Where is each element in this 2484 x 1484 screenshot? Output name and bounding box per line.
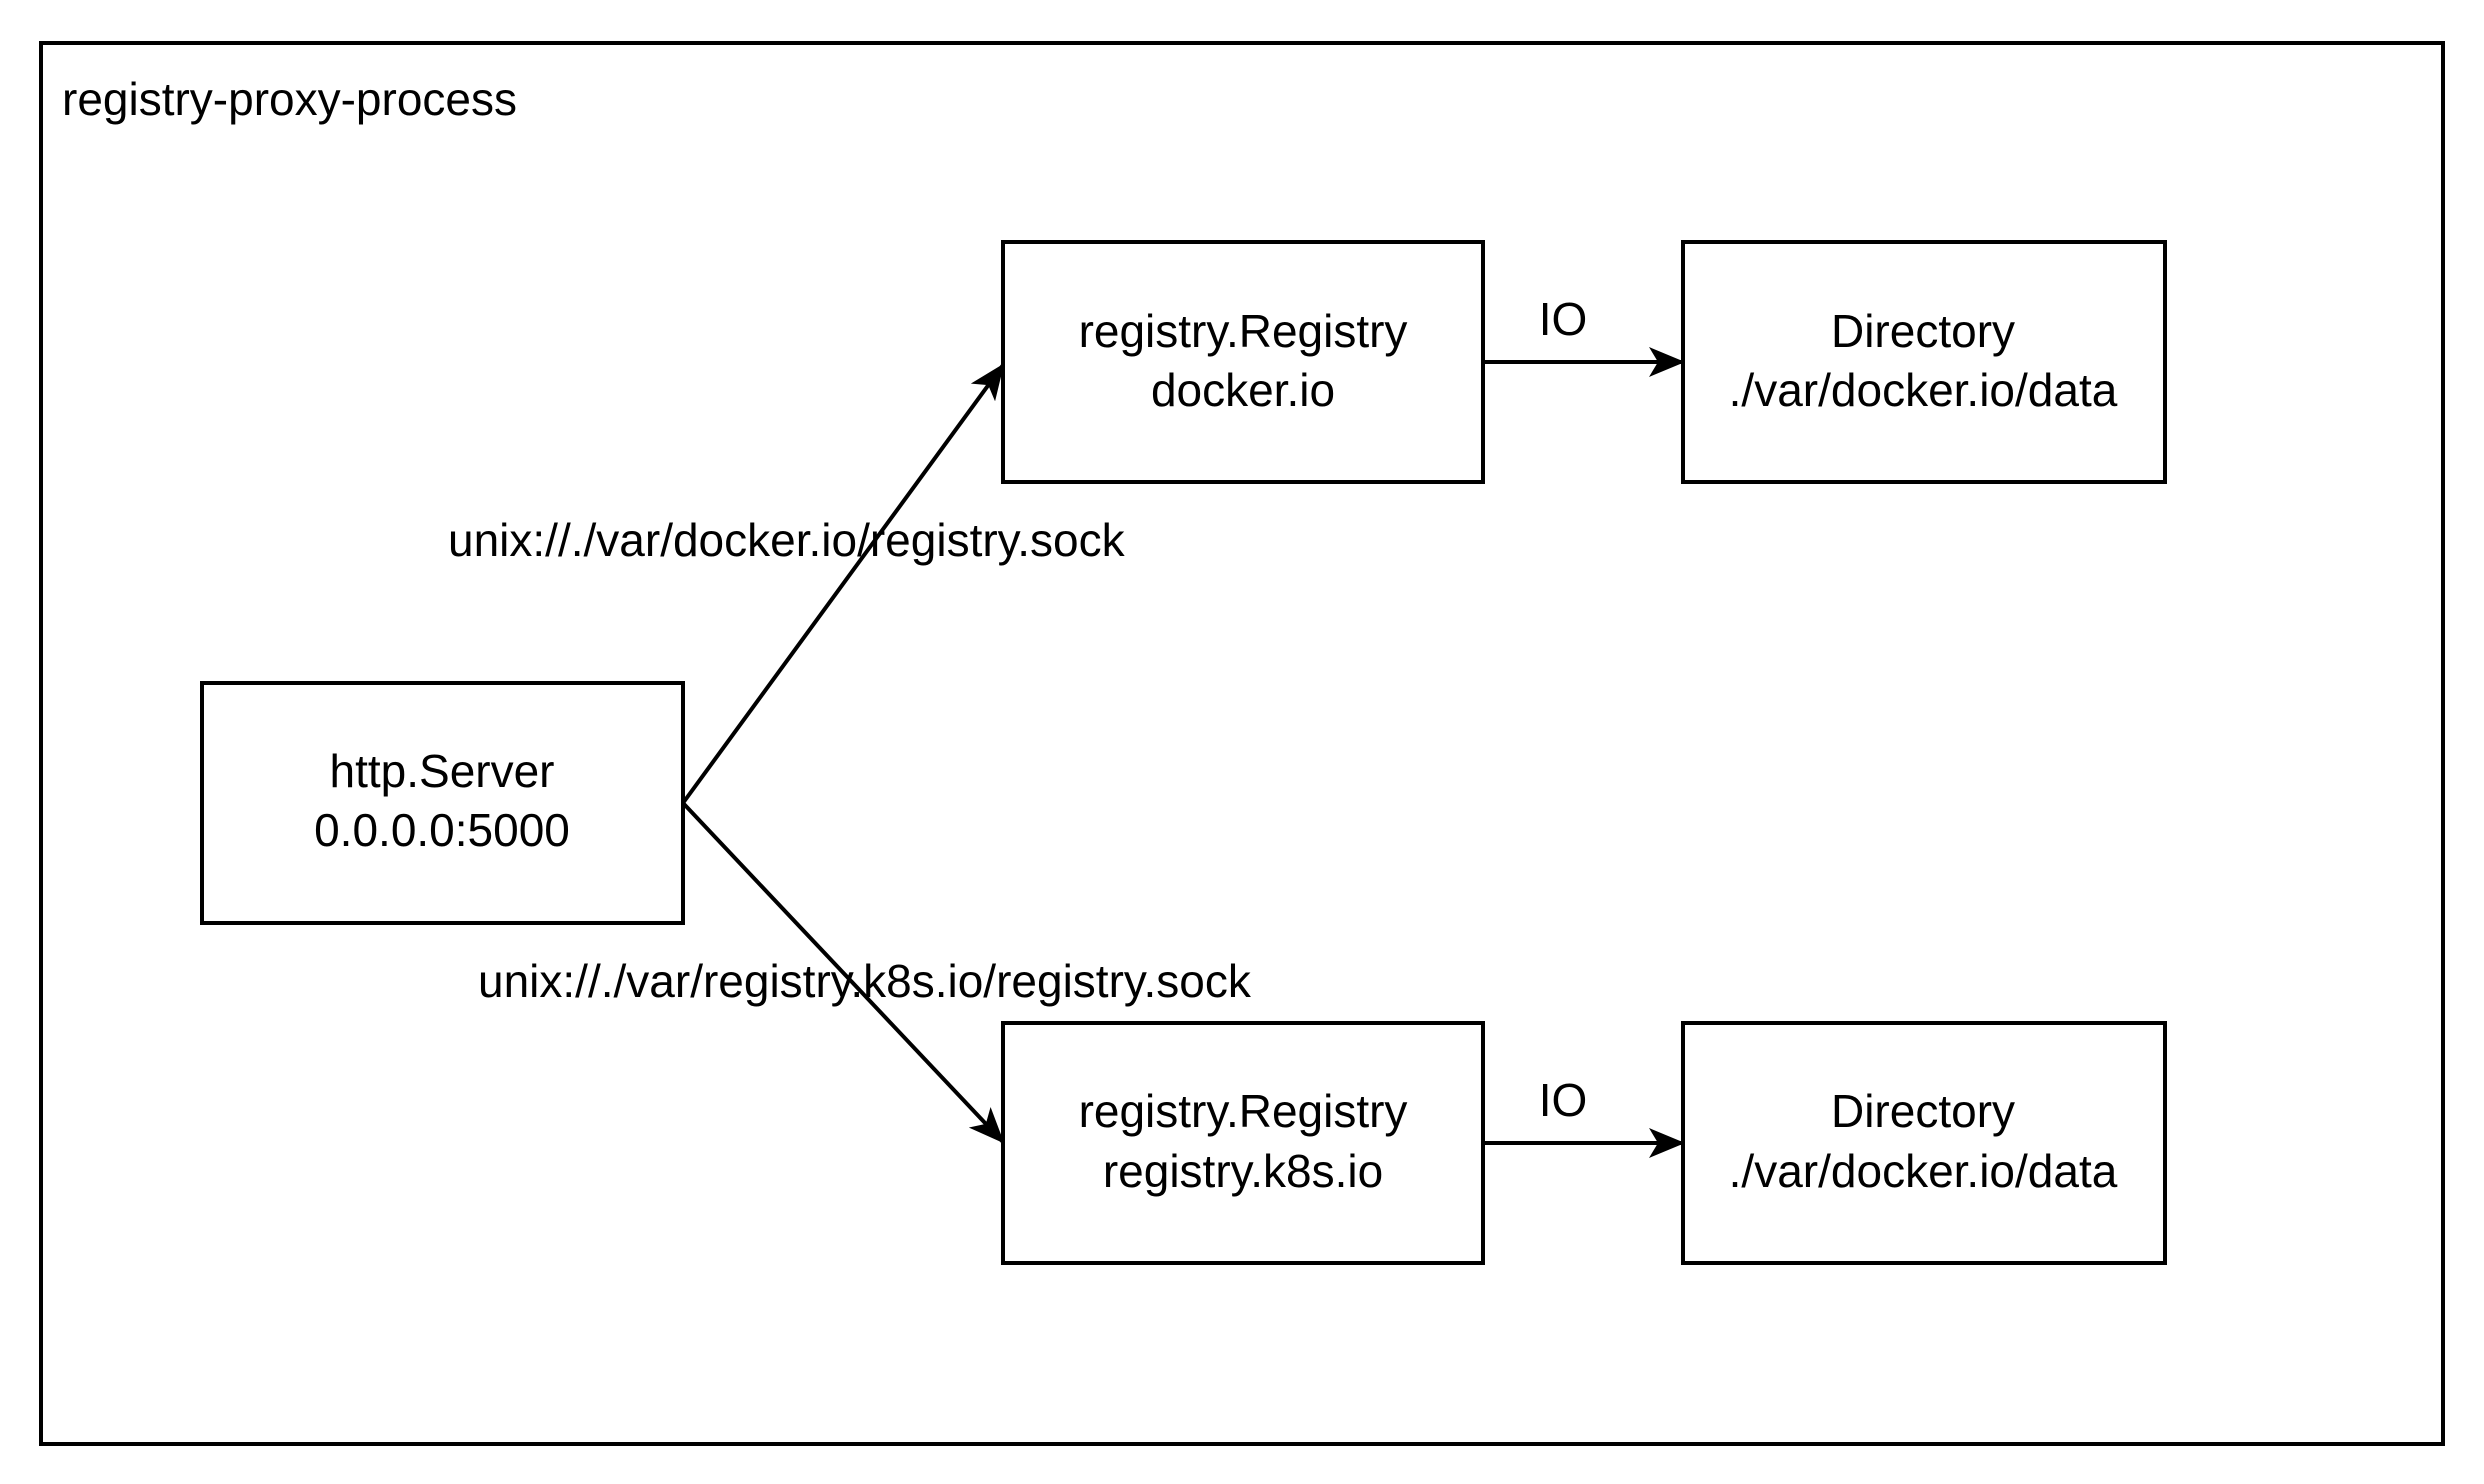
node-name: registry.Registry [1079, 305, 1408, 357]
node-box [1001, 1021, 1485, 1265]
node-detail: ./var/docker.io/data [1729, 1145, 2118, 1197]
node-directory-k8s: Directory ./var/docker.io/data [1681, 1021, 2167, 1265]
node-detail: 0.0.0.0:5000 [314, 804, 570, 856]
node-name: Directory [1831, 1085, 2015, 1137]
node-detail: registry.k8s.io [1103, 1145, 1383, 1197]
node-registry-docker: registry.Registry docker.io [1001, 240, 1485, 484]
node-detail: docker.io [1151, 364, 1335, 416]
node-name: http.Server [330, 745, 555, 797]
node-box [200, 681, 685, 925]
process-container-title: registry-proxy-process [62, 73, 517, 125]
node-name: registry.Registry [1079, 1085, 1408, 1137]
edge-label-k8s-io: IO [1539, 1074, 1588, 1126]
node-detail: ./var/docker.io/data [1729, 364, 2118, 416]
edge-label-k8s-socket: unix://./var/registry.k8s.io/registry.so… [478, 955, 1252, 1007]
edge-server-to-k8s-registry [681, 801, 1005, 1144]
edge-label-docker-io: IO [1539, 293, 1588, 345]
edge-line [681, 363, 1005, 805]
node-name: Directory [1831, 305, 2015, 357]
node-http-server: http.Server 0.0.0.0:5000 [200, 681, 685, 925]
edge-line [681, 801, 1005, 1144]
node-box [1001, 240, 1485, 484]
node-box [1681, 1021, 2167, 1265]
node-directory-docker: Directory ./var/docker.io/data [1681, 240, 2167, 484]
edge-label-docker-socket: unix://./var/docker.io/registry.sock [448, 514, 1126, 566]
node-registry-k8s: registry.Registry registry.k8s.io [1001, 1021, 1485, 1265]
node-box [1681, 240, 2167, 484]
edge-server-to-docker-registry [681, 363, 1005, 805]
